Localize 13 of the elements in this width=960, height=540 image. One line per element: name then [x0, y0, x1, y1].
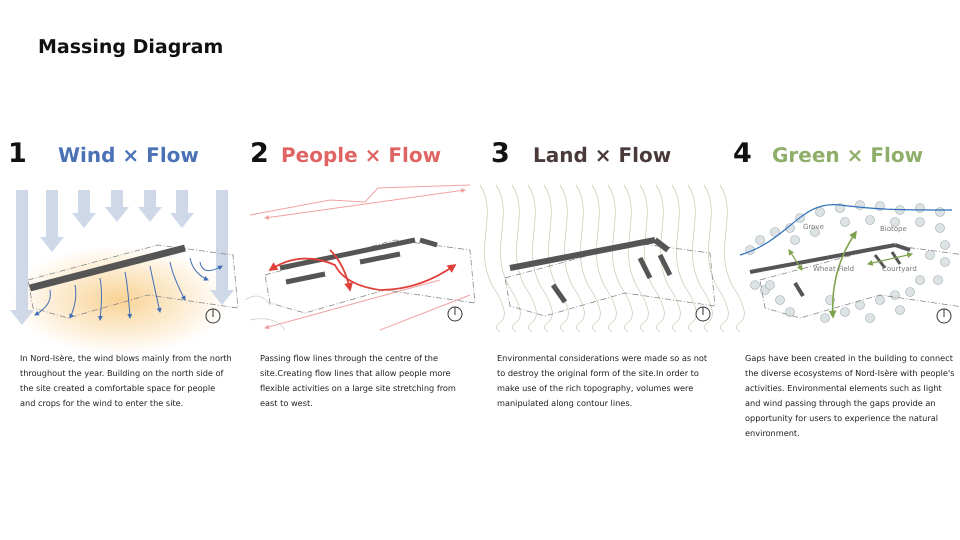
panel-heading: Green × Flow [772, 145, 924, 165]
description-paragraph: Passing flow lines through the centre of the site.Creating flow lines that allow people more flexible activities on a large site stretching from east to west. [260, 352, 457, 410]
panel-heading: Land × Flow [533, 145, 672, 165]
panel-heading: People × Flow [281, 145, 442, 165]
panel-number: 1 [8, 140, 27, 167]
panel-number: 4 [733, 140, 752, 167]
panel-number: 2 [250, 140, 269, 167]
description-paragraph: Environmental considerations were made so as not to destroy the original form of the site.In order to make use of the rich topography, volumes were manipulated along contour lines. [497, 352, 708, 410]
panel-heading: Wind × Flow [58, 145, 199, 165]
description-paragraph: In Nord-Isère, the wind blows mainly from the north throughout the year. Building on the north side of the site created a comfortable space for people and crops for the wind to enter the site. [20, 352, 232, 410]
diagram-title: Massing Diagram [38, 36, 224, 58]
description-paragraph: Gaps have been created in the building to connect the diverse ecosystems of Nord-Isère with people's activities. Environmental elements such as light and wind passing through the gaps provide an opportunity for users to experience the natural environment. [745, 352, 956, 440]
panel-number: 3 [491, 140, 510, 167]
